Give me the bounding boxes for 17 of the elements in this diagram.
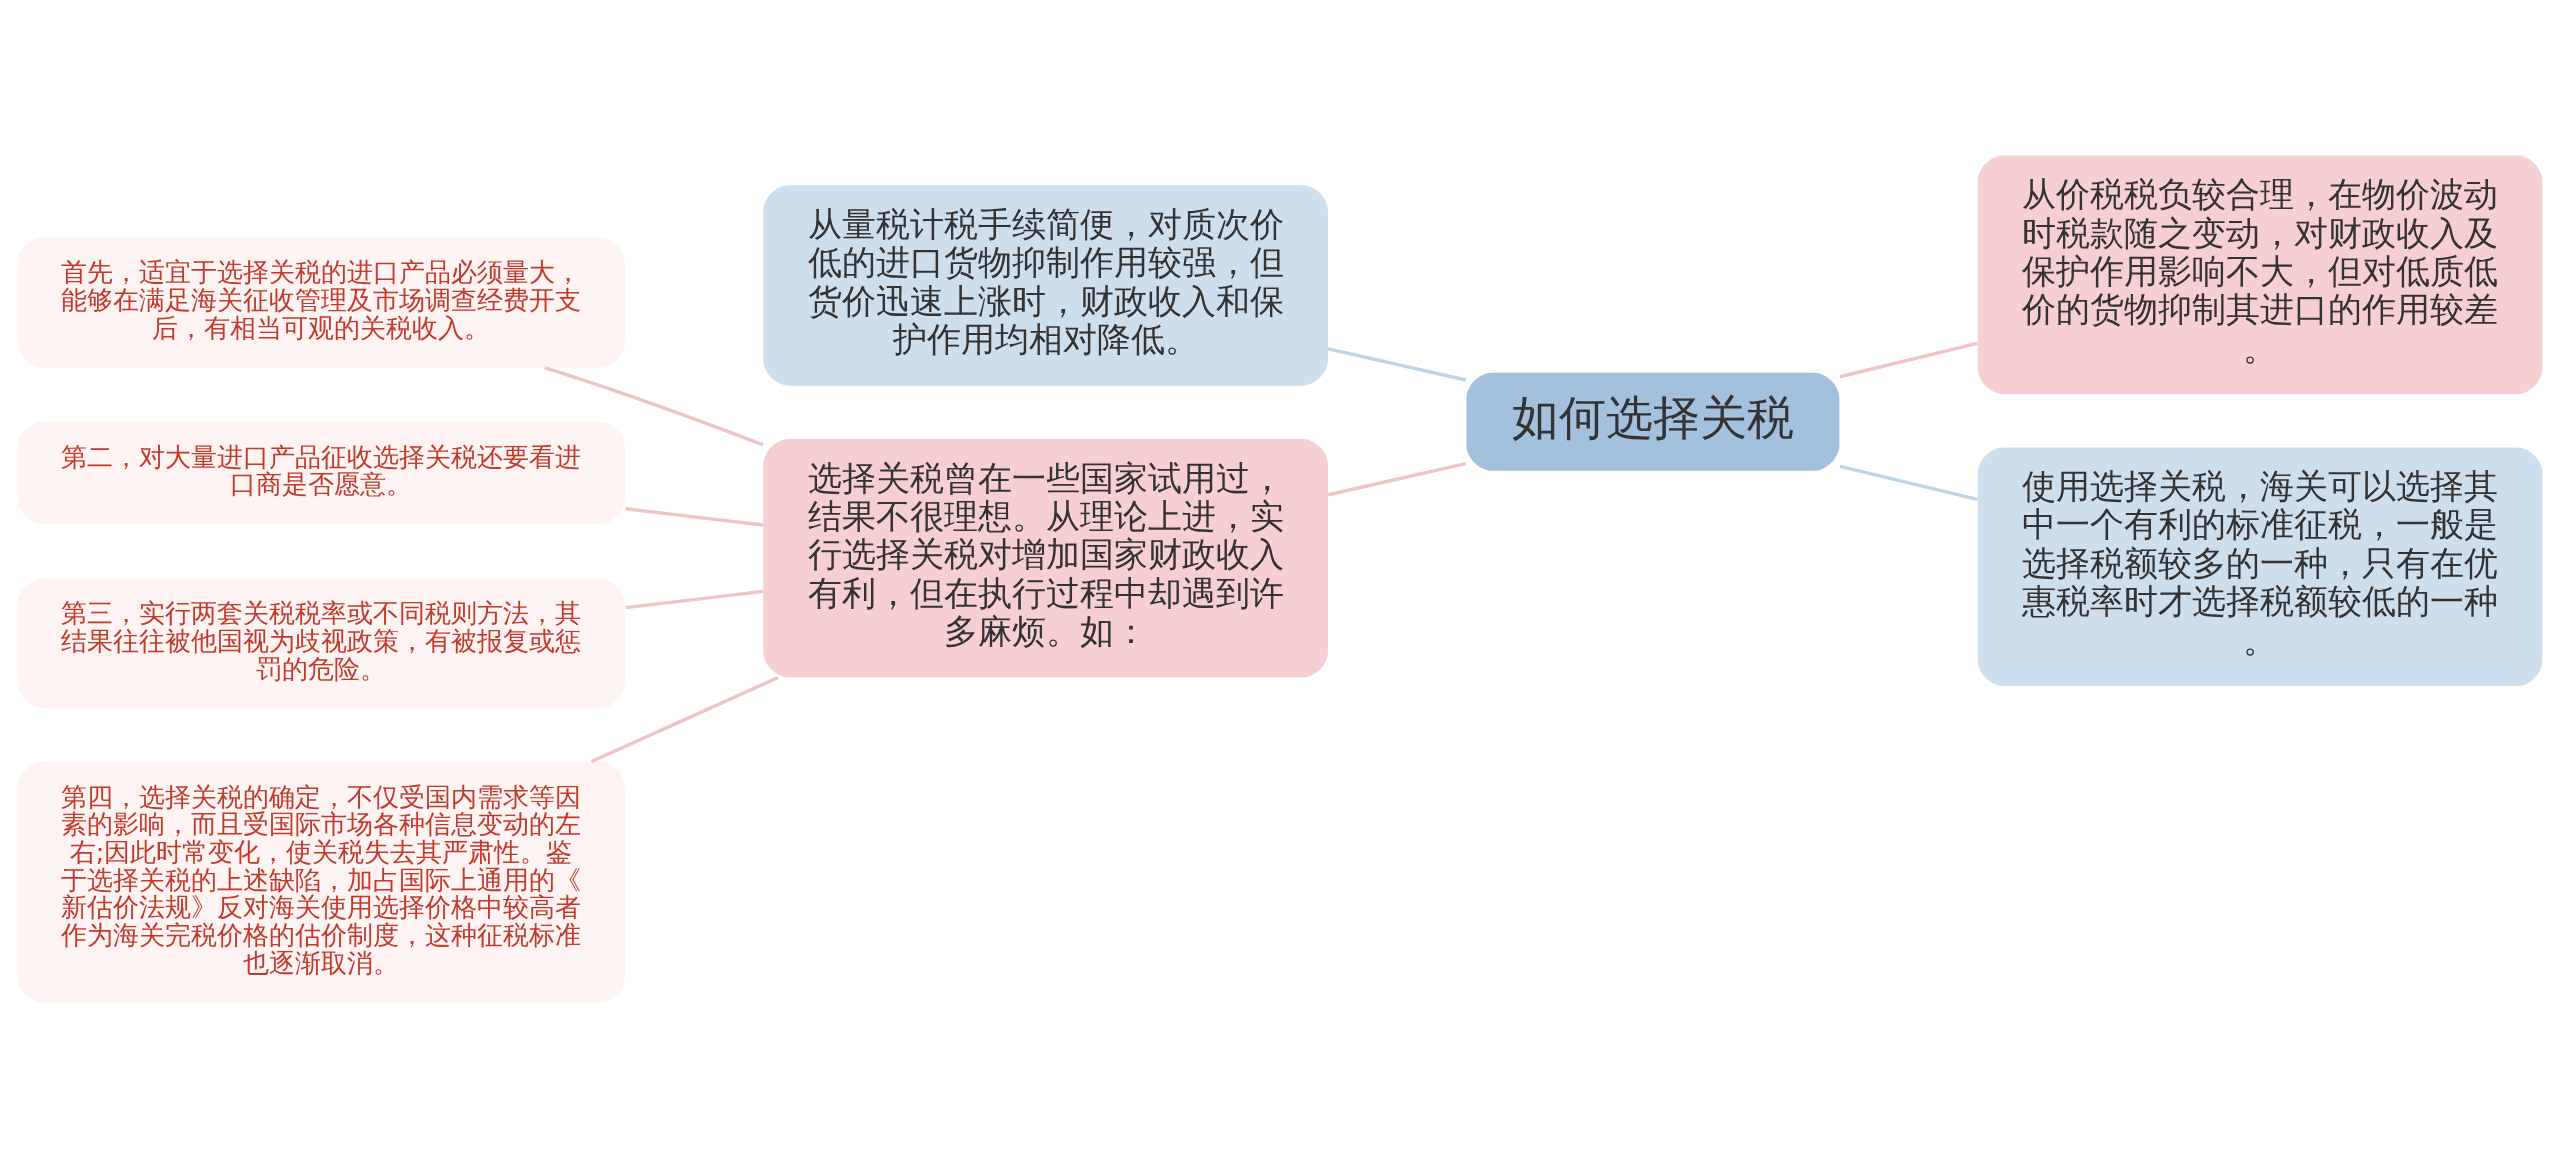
node-box: 第四，选择关税的确定，不仅受国内需求等因素的影响，而且受国际市场各种信息变动的左右;因此时常变化，使关税失去其严肃性。鉴于选择关税的上述缺陷，加占国际上通用的《新估价法规》反对海关使用选择价格中较高者作为海关完税价格的估价制度，这种征税标准也逐渐取消。 (17, 761, 625, 1002)
connector (544, 365, 764, 446)
node-box: 首先，适宜于选择关税的进口产品必须量大，能够在满足海关征收管理及市场调查经费开支后，有相当可观的关税收入。 (17, 237, 625, 368)
node-box: 从量税计税手续简便，对质次价低的进口货物抑制作用较强，但货价迅速上涨时，财政收入和保护作用均相对降低。 (763, 184, 1328, 386)
connector (1327, 461, 1467, 496)
connector (625, 506, 764, 527)
connector (1327, 346, 1467, 382)
node-box: 使用选择关税，海关可以选择其中一个有利的标准征税，一般是选择税额较多的一种，只有在优惠税率时才选择税额较低的一种。 (1977, 446, 2543, 686)
node-box: 选择关税曾在一些国家试用过，结果不很理想。从理论上进，实行选择关税对增加国家财政收入有利，但在执行过程中却遇到许多麻烦。如： (763, 438, 1328, 678)
connector (1839, 464, 1978, 501)
connector (1839, 341, 1978, 378)
node-box: 从价税税负较合理，在物价波动时税款随之变动，对财政收入及保护作用影响不大，但对低质低价的货物抑制其进口的作用较差。 (1977, 155, 2543, 394)
connector (625, 589, 764, 609)
node-box: 如何选择关税 (1466, 372, 1840, 471)
node-box: 第二，对大量进口产品征收选择关税还要看进口商是否愿意。 (17, 421, 625, 524)
connector (590, 675, 779, 763)
node-box: 第三，实行两套关税税率或不同税则方法，其结果往往被他国视为歧视政策，有被报复或惩罚的危险。 (17, 577, 625, 708)
